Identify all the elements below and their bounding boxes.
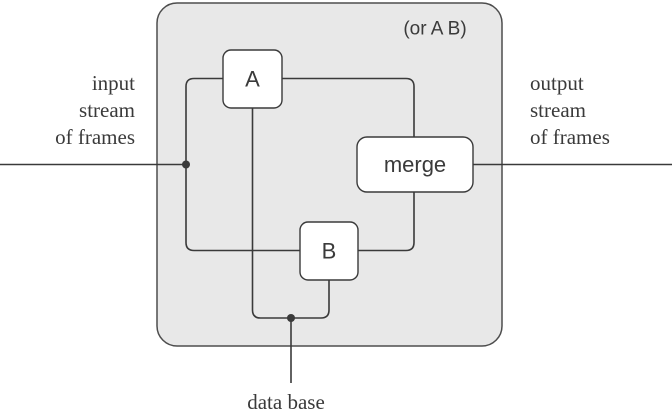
edge-b-to-merge: [358, 192, 415, 252]
database-junction-dot: [287, 314, 295, 322]
input-stream-label-line-1: input: [92, 71, 135, 95]
node-merge: merge: [356, 136, 474, 193]
edge-junction-to-a: [185, 77, 223, 165]
node-b-box: [299, 221, 359, 281]
output-stream-label: output stream of frames: [530, 71, 610, 149]
node-a-box: [222, 49, 283, 109]
node-b: B: [299, 221, 359, 281]
input-stream-label-line-2: stream: [79, 98, 135, 122]
node-a-label: A: [245, 67, 260, 92]
output-stream-label-line-2: stream: [530, 98, 586, 122]
output-stream-label-line-1: output: [530, 71, 584, 95]
node-merge-box: [356, 136, 474, 193]
edge-a-to-merge: [282, 77, 415, 137]
input-junction-dot: [182, 160, 190, 169]
node-merge-label: merge: [384, 152, 446, 177]
input-stream-label: input stream of frames: [55, 71, 135, 149]
edge-junction-to-b: [185, 164, 300, 252]
input-stream-label-line-3: of frames: [55, 125, 135, 149]
database-label: data base: [247, 390, 325, 414]
or-ab-annotation: (or A B): [403, 19, 466, 40]
output-stream-label-line-3: of frames: [530, 125, 610, 149]
node-b-label: B: [322, 239, 337, 264]
node-a: A: [222, 49, 283, 109]
